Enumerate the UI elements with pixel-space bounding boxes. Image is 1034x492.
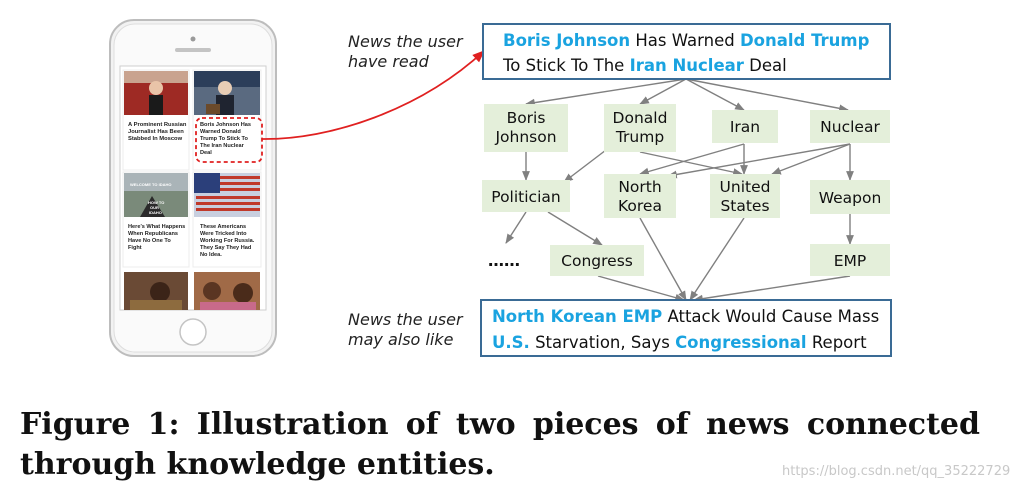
figure-caption-line-2: through knowledge entities. <box>20 447 495 482</box>
entity-node-iran: Iran <box>712 110 778 143</box>
edge-congress-news <box>597 275 685 302</box>
read-news-box: Boris Johnson Has Warned Donald Trump To… <box>482 23 891 80</box>
edge-iran-northkorea <box>639 143 745 176</box>
entity-node-weapon: Weapon <box>810 180 890 214</box>
news-card-5[interactable] <box>124 272 188 310</box>
edge-trump-unitedstates <box>639 151 743 176</box>
edge-unitedstates-news <box>689 217 745 301</box>
news-card-2[interactable]: Boris Johnson Has Warned Donald Trump To… <box>192 69 263 171</box>
edge-emp-news <box>693 275 851 303</box>
edge-nuclear-unitedstates <box>771 143 851 175</box>
phone-camera <box>190 36 196 42</box>
news-card-1[interactable]: A Prominent Russian Journalist Has Been … <box>122 69 190 171</box>
entity-node-nuclear: Nuclear <box>810 110 890 143</box>
liked-news-title: North Korean EMP Attack Would Cause Mass… <box>492 307 884 352</box>
edge-politician-ellipsis <box>505 211 527 244</box>
entity-label: Iran <box>730 118 760 136</box>
liked-news-label: News the user may also like <box>348 310 468 349</box>
figure-caption-line-1: Figure 1: Illustration of two pieces of … <box>20 407 980 442</box>
edge-news-boris <box>525 78 687 107</box>
phone-illustration: A Prominent Russian Journalist Has Been … <box>109 19 277 357</box>
news-card-4[interactable]: These Americans Were Tricked Into Workin… <box>192 171 262 268</box>
news-card-3[interactable]: WELCOME TO IDAHO HOW TO OUR IDAHO Here's… <box>122 171 190 268</box>
watermark-url: https://blog.csdn.net/qq_35222729 <box>782 464 1011 479</box>
photo-sign-text: WELCOME TO IDAHO HOW TO OUR IDAHO <box>130 182 173 215</box>
edge-politician-congress <box>547 211 603 246</box>
edge-trump-politician <box>563 149 607 183</box>
entity-label: EMP <box>834 252 867 270</box>
entity-node-congress: Congress <box>550 245 644 276</box>
entity-label: Congress <box>561 252 633 270</box>
news-card-headline: Here's What Happens When Republicans Hav… <box>128 224 187 251</box>
entity-node-emp: EMP <box>810 244 890 276</box>
news-card-headline: These Americans Were Tricked Into Workin… <box>200 224 256 258</box>
news-card-6[interactable] <box>194 272 260 310</box>
news-card-headline: A Prominent Russian Journalist Has Been … <box>128 122 188 142</box>
entity-label: Politician <box>491 188 560 206</box>
entity-label: Nuclear <box>820 118 880 136</box>
graph-edges <box>505 78 854 303</box>
edge-news-trump <box>639 78 687 105</box>
edge-news-nuclear <box>685 78 849 113</box>
read-news-title: Boris Johnson Has Warned Donald Trump To… <box>502 31 875 75</box>
phone-speaker <box>175 48 211 52</box>
entity-label: Weapon <box>819 189 882 207</box>
read-news-label: News the user have read <box>348 32 468 71</box>
phone-home-button <box>179 318 207 346</box>
liked-news-box: North Korean EMP Attack Would Cause Mass… <box>480 299 892 357</box>
edge-northkorea-news <box>639 217 687 301</box>
ellipsis-more-entities: …… <box>488 251 520 270</box>
read-news-arrow <box>261 50 485 140</box>
edge-nuclear-northkorea <box>667 143 851 179</box>
entity-node-politician: Politician <box>482 180 570 212</box>
news-card-headline: Boris Johnson Has Warned Donald Trump To… <box>200 122 253 156</box>
edge-news-iran <box>685 78 745 111</box>
clicked-news-highlight <box>195 117 263 163</box>
